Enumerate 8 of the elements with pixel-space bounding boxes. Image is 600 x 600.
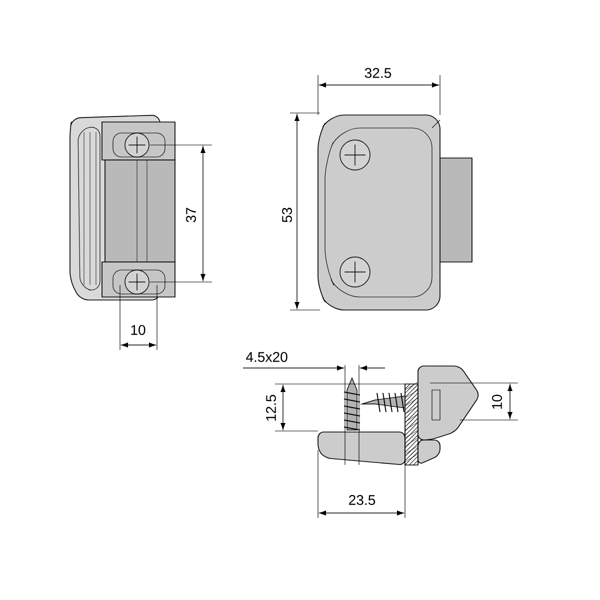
dimension-label: 23.5 [349, 495, 376, 505]
dimension-label: 37 [186, 208, 196, 222]
dimension-label: 32.5 [364, 68, 392, 78]
dimension-label: 4.5x20 [246, 352, 288, 362]
dimension-label: 53 [282, 208, 292, 222]
dimension-label: 10 [131, 325, 146, 335]
dimension-label: 12.5 [266, 394, 276, 421]
dimension-label: 10 [492, 394, 502, 409]
